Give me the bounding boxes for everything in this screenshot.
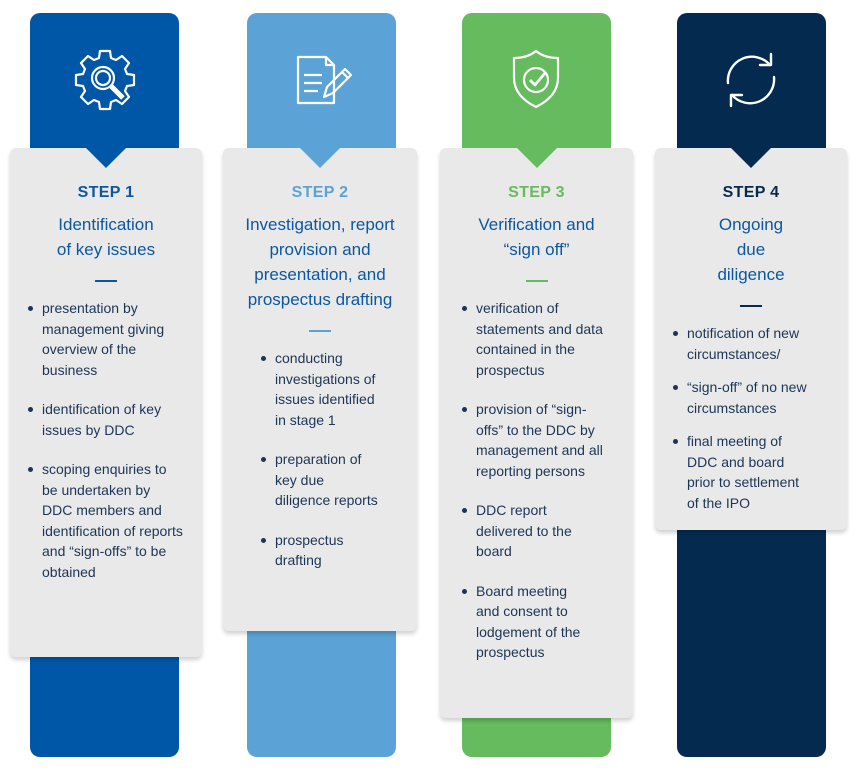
shield-check-icon — [501, 45, 571, 115]
notch — [731, 148, 771, 168]
notch — [516, 148, 557, 168]
bullet-list: verification of statements and data cont… — [458, 298, 615, 663]
document-edit-icon — [288, 45, 358, 115]
list-item: identification of key issues by DDC — [28, 399, 184, 440]
list-item: preparation of key due diligence reports — [261, 449, 383, 511]
list-item: verification of statements and data cont… — [462, 298, 603, 380]
divider — [309, 330, 331, 332]
list-item: Board meeting and consent to lodgement o… — [462, 581, 603, 663]
list-item: scoping enquiries to be undertaken by DD… — [28, 459, 184, 582]
bullet-list: presentation by management giving overvi… — [28, 298, 184, 582]
divider — [95, 280, 117, 282]
list-item: final meeting of DDC and board prior to … — [673, 431, 823, 513]
step-title: Investigation, report provision and pres… — [245, 215, 395, 309]
notch — [300, 148, 340, 168]
list-item: conducting investigations of issues iden… — [261, 348, 383, 430]
step-label: STEP 1 — [77, 184, 135, 201]
step-1-card: STEP 1 Identification of key issues pres… — [10, 148, 202, 657]
list-item: presentation by management giving overvi… — [28, 298, 184, 380]
step-label: STEP 3 — [508, 184, 565, 201]
bullet-list: conducting investigations of issues iden… — [241, 348, 399, 571]
list-item: notification of new circumstances/ — [673, 323, 823, 364]
step-2-card: STEP 2 Investigation, report provision a… — [223, 148, 417, 631]
list-item: “sign-off” of no new circumstances — [673, 377, 823, 418]
notch — [86, 148, 126, 168]
divider — [525, 280, 548, 282]
divider — [740, 305, 762, 307]
step-3-card: STEP 3 Verification and “sign off” verif… — [440, 148, 633, 718]
bullet-list: notification of new circumstances/ “sign… — [673, 323, 829, 513]
step-label: STEP 4 — [722, 184, 780, 201]
step-title: Ongoing due diligence — [717, 215, 785, 284]
step-4-card: STEP 4 Ongoing due diligence notificatio… — [655, 148, 847, 530]
gear-search-icon — [70, 45, 140, 115]
step-title: Identification of key issues — [56, 215, 156, 259]
list-item: DDC report delivered to the board — [462, 500, 603, 562]
list-item: prospectus drafting — [261, 530, 383, 571]
step-label: STEP 2 — [291, 184, 349, 201]
list-item: provision of “sign-offs” to the DDC by m… — [462, 399, 603, 481]
refresh-icon — [716, 45, 786, 115]
step-title: Verification and “sign off” — [478, 215, 595, 259]
